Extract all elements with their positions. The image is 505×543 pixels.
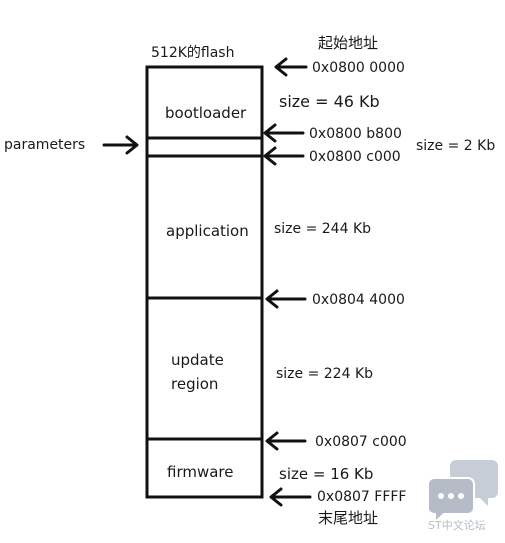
start-address-label: 起始地址	[318, 34, 379, 52]
region-application-label: application	[166, 222, 249, 240]
forum-watermark: ST中文论坛	[428, 519, 486, 532]
parameters-label: parameters	[4, 137, 86, 153]
size-bootloader: size = 46 Kb	[279, 92, 380, 111]
flash-block	[145, 65, 264, 499]
size-application: size = 244 Kb	[274, 221, 372, 237]
forum-logo-icon	[427, 460, 498, 525]
arrow-0x0800c000	[263, 146, 305, 166]
arrow-0x0807ffff	[269, 487, 312, 507]
end-address-label: 末尾地址	[318, 509, 379, 527]
address-0x0800c000: 0x0800 c000	[309, 149, 401, 165]
size-firmware: size = 16 Kb	[279, 465, 374, 483]
region-update-label-line2: region	[171, 375, 219, 393]
region-update-label-line1: update	[171, 351, 224, 369]
address-0x08000000: 0x0800 0000	[312, 60, 405, 76]
arrow-0x0800b800	[263, 123, 305, 143]
address-0x0800b800: 0x0800 b800	[309, 126, 402, 142]
region-bootloader-label: bootloader	[165, 104, 247, 122]
region-firmware-label: firmware	[167, 463, 234, 481]
size-parameters: size = 2 Kb	[416, 138, 496, 154]
address-0x0807ffff: 0x0807 FFFF	[317, 489, 407, 505]
address-0x0807c000: 0x0807 c000	[315, 434, 407, 450]
arrow-parameters	[102, 135, 139, 155]
size-update-region: size = 224 Kb	[276, 366, 374, 382]
arrow-0x0807c000	[265, 431, 307, 451]
arrow-0x08044000	[265, 289, 307, 309]
arrow-0x08000000	[274, 57, 308, 77]
flash-title: 512K的flash	[151, 45, 235, 61]
address-0x08044000: 0x0804 4000	[312, 292, 405, 308]
